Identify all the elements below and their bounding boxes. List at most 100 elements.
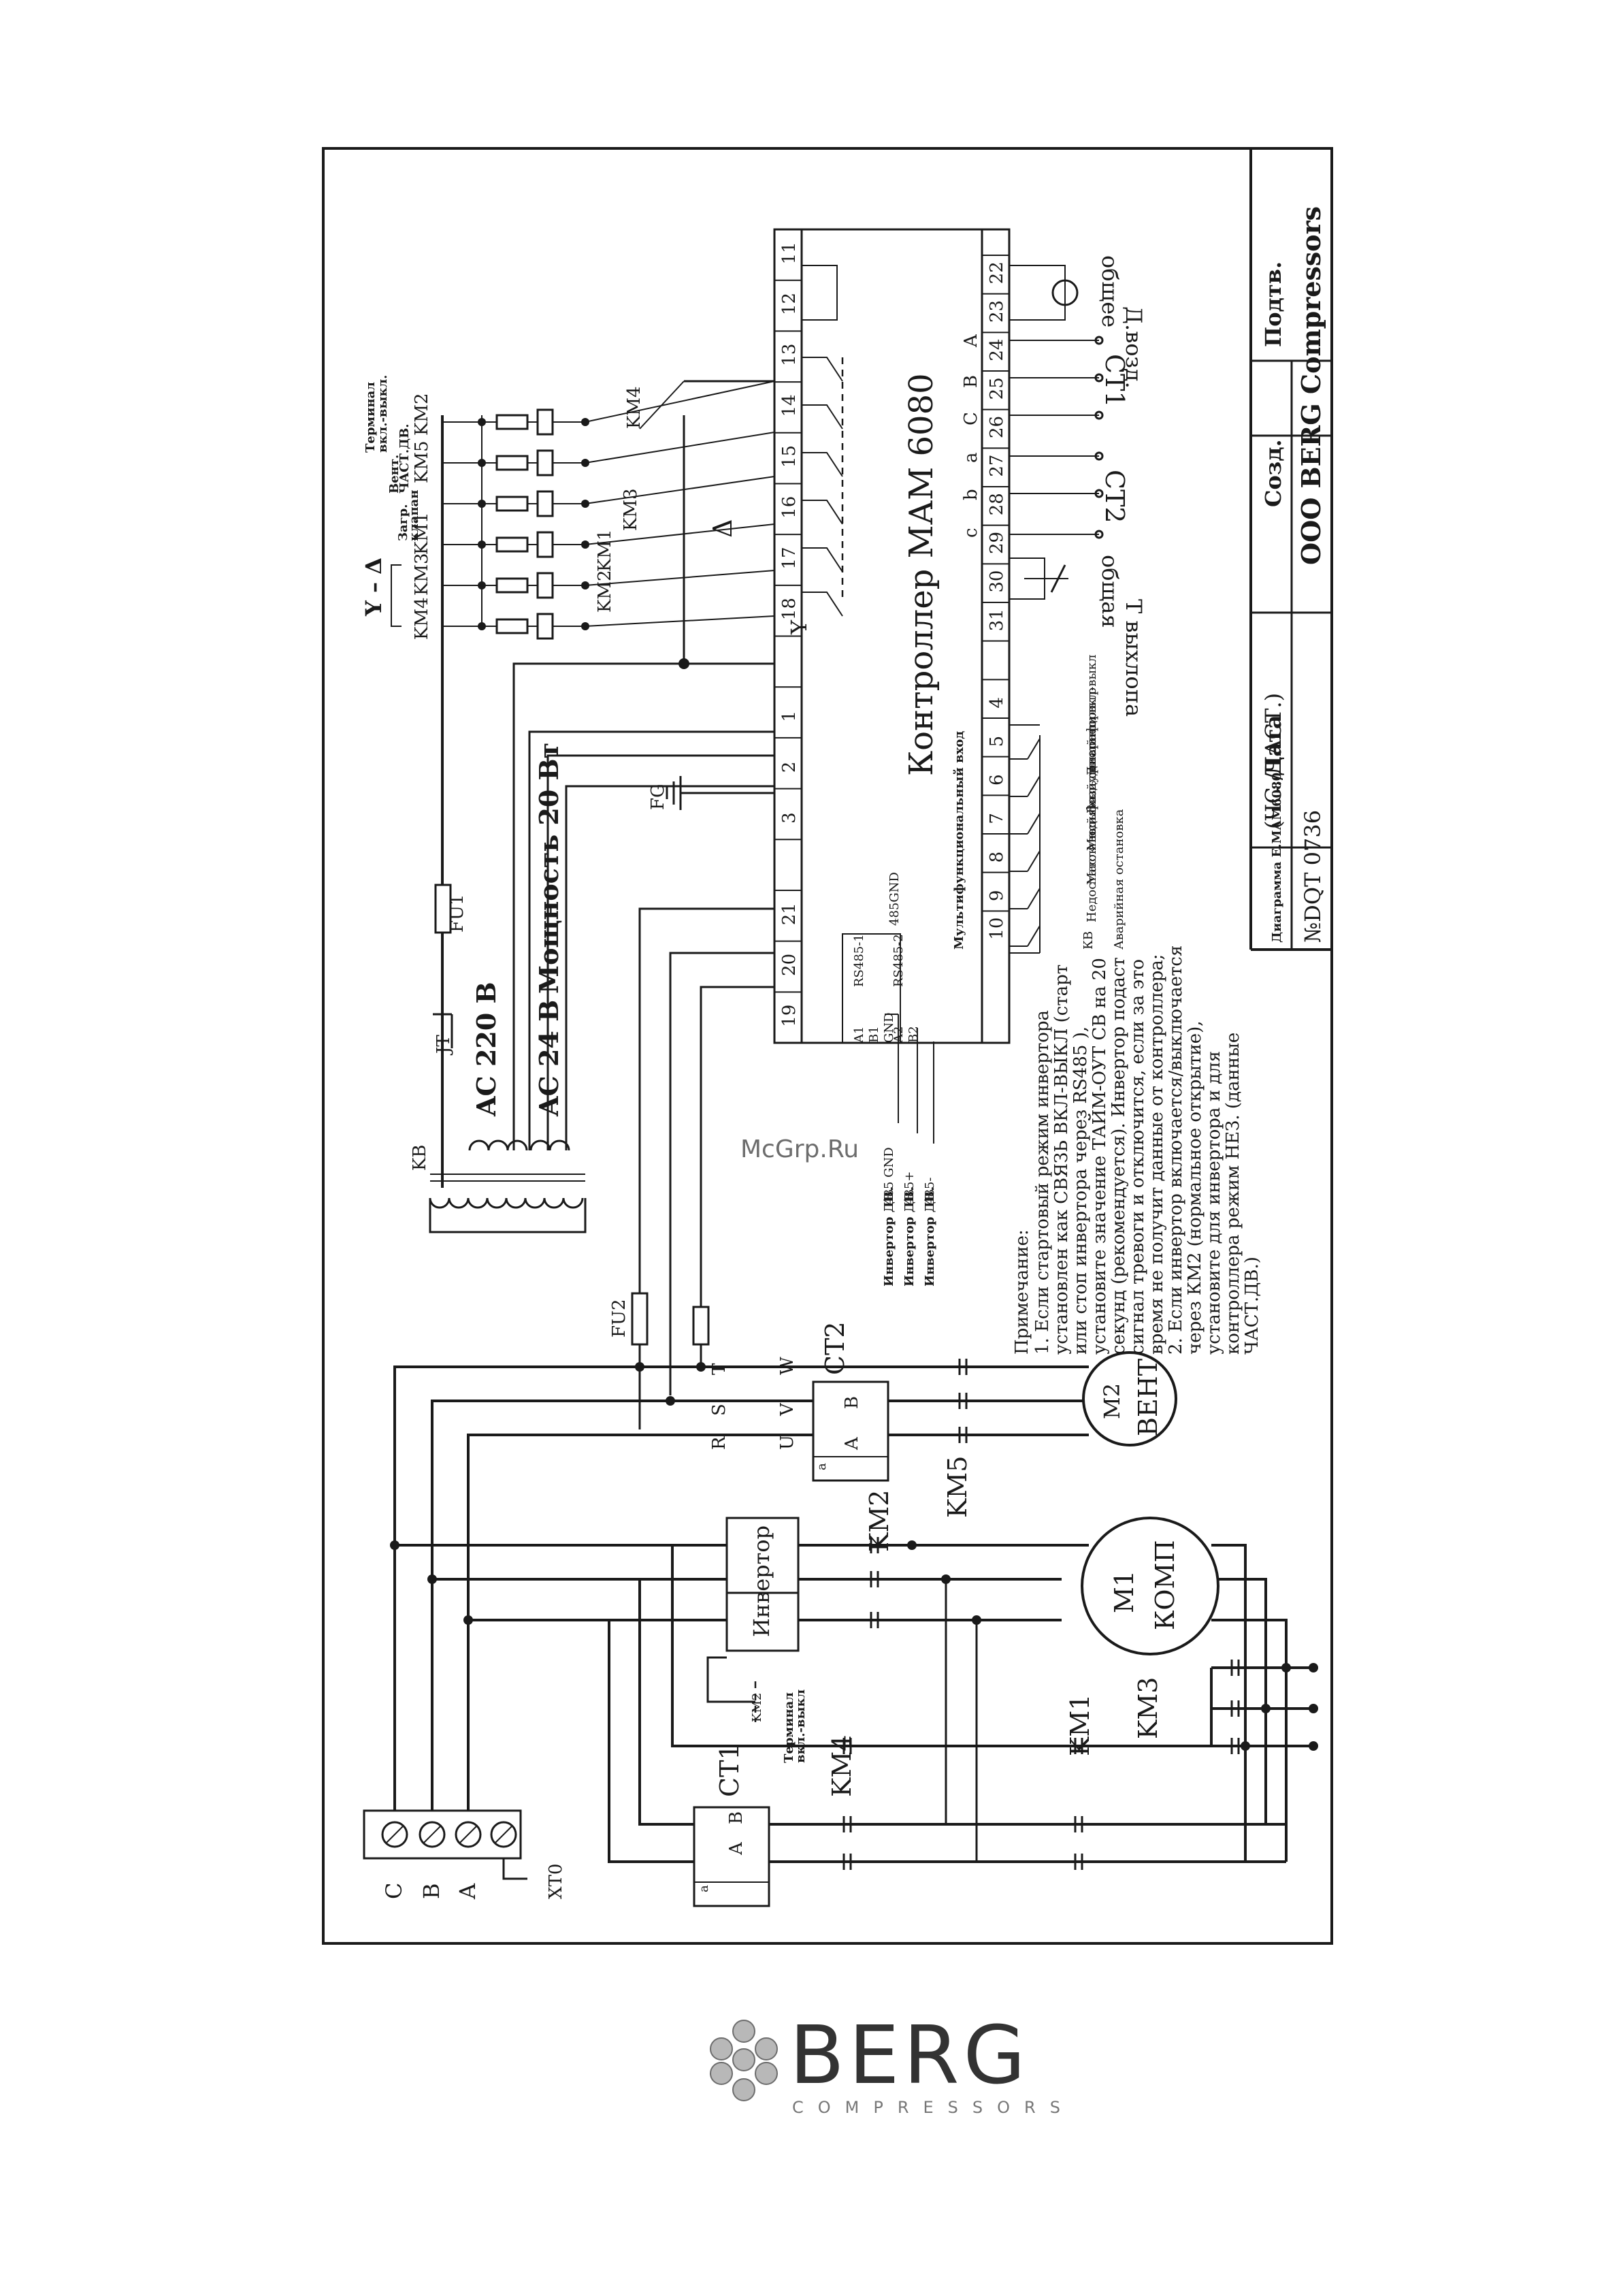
ct2-abc: a [815,1463,829,1470]
input-estop: Аварийная остановка [1112,809,1126,950]
km3-label: KM3 [1133,1677,1163,1739]
sensor-pressure-common: общее [1097,255,1123,327]
zagr-note: Загр. [396,504,410,541]
chast-note: ЧАСТ.ДВ. [397,423,412,494]
ac220-label: AC 220 В [471,982,502,1117]
inv-line-2-sig: 485+ [902,1171,917,1205]
sensor-letter-1: b [961,489,981,500]
coil-resistor [495,496,529,512]
berg-logo-icon [710,2020,778,2101]
input-water: Недостаток воды [1085,811,1099,922]
data-label: Дата [1260,715,1286,776]
vklvykl-label: вкл.-выкл [793,1689,808,1763]
transformer-secondary-turn [429,1197,451,1209]
inv-bot-u: U [777,1435,798,1450]
controller-title: Контроллер МАМ 6080 [902,373,940,776]
coil-wire [585,615,775,627]
note-line: секунд (рекомендуется). Инвертор подаст [1109,957,1129,1355]
coil-body [536,572,554,599]
fu1-label: FU1 [447,894,468,933]
fu2-label: FU2 [609,1299,629,1338]
rs485-lines: Инвертор ДВ. 485 GND Инвертор ДВ. 485+ И… [882,1014,937,1287]
pin-bottom-24: 24 [987,339,1007,361]
km1-label: KM1 [1065,1694,1095,1756]
pin-bottom-30: 30 [987,570,1007,593]
note-line: установите для инвертора и для [1204,1051,1224,1355]
pin-top-20: 20 [779,954,800,976]
transformer-secondary-turn [486,1197,508,1209]
contact-km3-label: KM3 [621,488,641,531]
pin-top-3: 3 [779,812,800,824]
pin-top-1: 1 [779,711,800,722]
note-line: через КМ2 (нормальное открытие), [1185,1020,1205,1355]
inv-line-1: Инвертор ДВ. [882,1187,896,1287]
rs485-label-6: B2 [906,1026,921,1043]
inv-top-r: R [709,1436,730,1450]
pin-bottom-22: 22 [987,261,1007,284]
note-line: ЧАСТ.ДВ.) [1242,1257,1262,1355]
coil-wire [585,381,775,423]
ct-lead-end [1094,530,1104,539]
ct1-box-label: CT1 [715,1743,744,1797]
input-switch [1027,813,1041,835]
inverter-label: Инвертор [749,1525,774,1637]
contact-km2-label: KM2 [595,570,615,613]
pin-top-14: 14 [779,394,800,417]
pin-bottom-7: 7 [987,813,1007,824]
coil-wire [585,570,775,586]
rs485-gnd-label: 485GND [887,872,902,926]
klapan-note: клапан [407,490,421,541]
coil-wire [585,523,775,545]
ct1-a: A [726,1841,747,1856]
input-oil-filter: Масляный фильтр [1085,766,1099,885]
km5-label: KM5 [943,1456,972,1518]
sensor-letter-5: A [961,334,981,348]
coil-km5-label: KM5 [412,440,432,483]
coil-resistor [495,414,529,430]
diagram-label: Диаграмма Е.МАМ6080 [1270,773,1284,943]
terminal-slot [495,1826,512,1843]
sensor-letter-4: B [961,375,981,388]
sensor-ct1: СТ1 [1100,354,1130,408]
sensor-pressure: Д.возд. [1121,306,1147,389]
rs485-label-3: GND [882,1012,896,1043]
terminal-label: Терминал [782,1692,796,1763]
note-line: установите значение ТАЙМ-ОУТ СВ на 20 [1088,958,1110,1355]
inv-line-3-sig: 485- [923,1178,937,1205]
podtv-label: Подтв. [1260,261,1286,347]
watermark: McGrp.Ru [740,1135,859,1163]
pin-top-16: 16 [779,496,800,519]
rs485-label-4: RS485-2 [891,934,906,987]
fan-motor [1082,1351,1177,1446]
sensor-ct2: СТ2 [1100,470,1130,523]
wye-mark: Y [786,619,812,635]
coil-wire [585,432,775,464]
xt0-label: XT0 [546,1864,566,1899]
note-line: 2. Если инвертор включается/выключается [1166,945,1186,1355]
coil-resistor [495,455,529,471]
pin-bottom-10: 10 [987,918,1007,940]
transformer-secondary-turn [524,1197,546,1209]
km4-label: KM4 [827,1735,857,1797]
controller-mam6080: Контроллер МАМ 6080 Мультифункциональный… [708,228,1011,1044]
coil-bank: KM4 [441,380,775,1188]
sensor-letter-2: a [961,452,981,463]
coil-body [536,449,554,476]
transformer-primary-turn [487,1139,509,1151]
coil-resistor [495,577,529,594]
power-circuit-labels: CT2 CT1 KM5 KM2 KM4 KM1 KM3 M2 ВЕНТ M1 К… [381,1321,1180,1900]
terminal-screw [381,1821,408,1848]
fg-label: FG [648,783,668,810]
ct-lead-end [1094,373,1104,383]
pin-bottom-25: 25 [987,377,1007,400]
terminal-screw [490,1821,517,1848]
transformer-secondary-turn [562,1197,584,1209]
pin-top-15: 15 [779,445,800,468]
rs485-label-1: A1 [852,1026,866,1044]
pin-top-12: 12 [779,293,800,315]
note-line: или стоп инвертора через RS485 ), [1070,1026,1091,1355]
contact-km4-label: KM4 [624,386,644,429]
company-name: ООО BERG Compressors [1296,206,1326,565]
ct1-abc: a [697,1885,711,1892]
